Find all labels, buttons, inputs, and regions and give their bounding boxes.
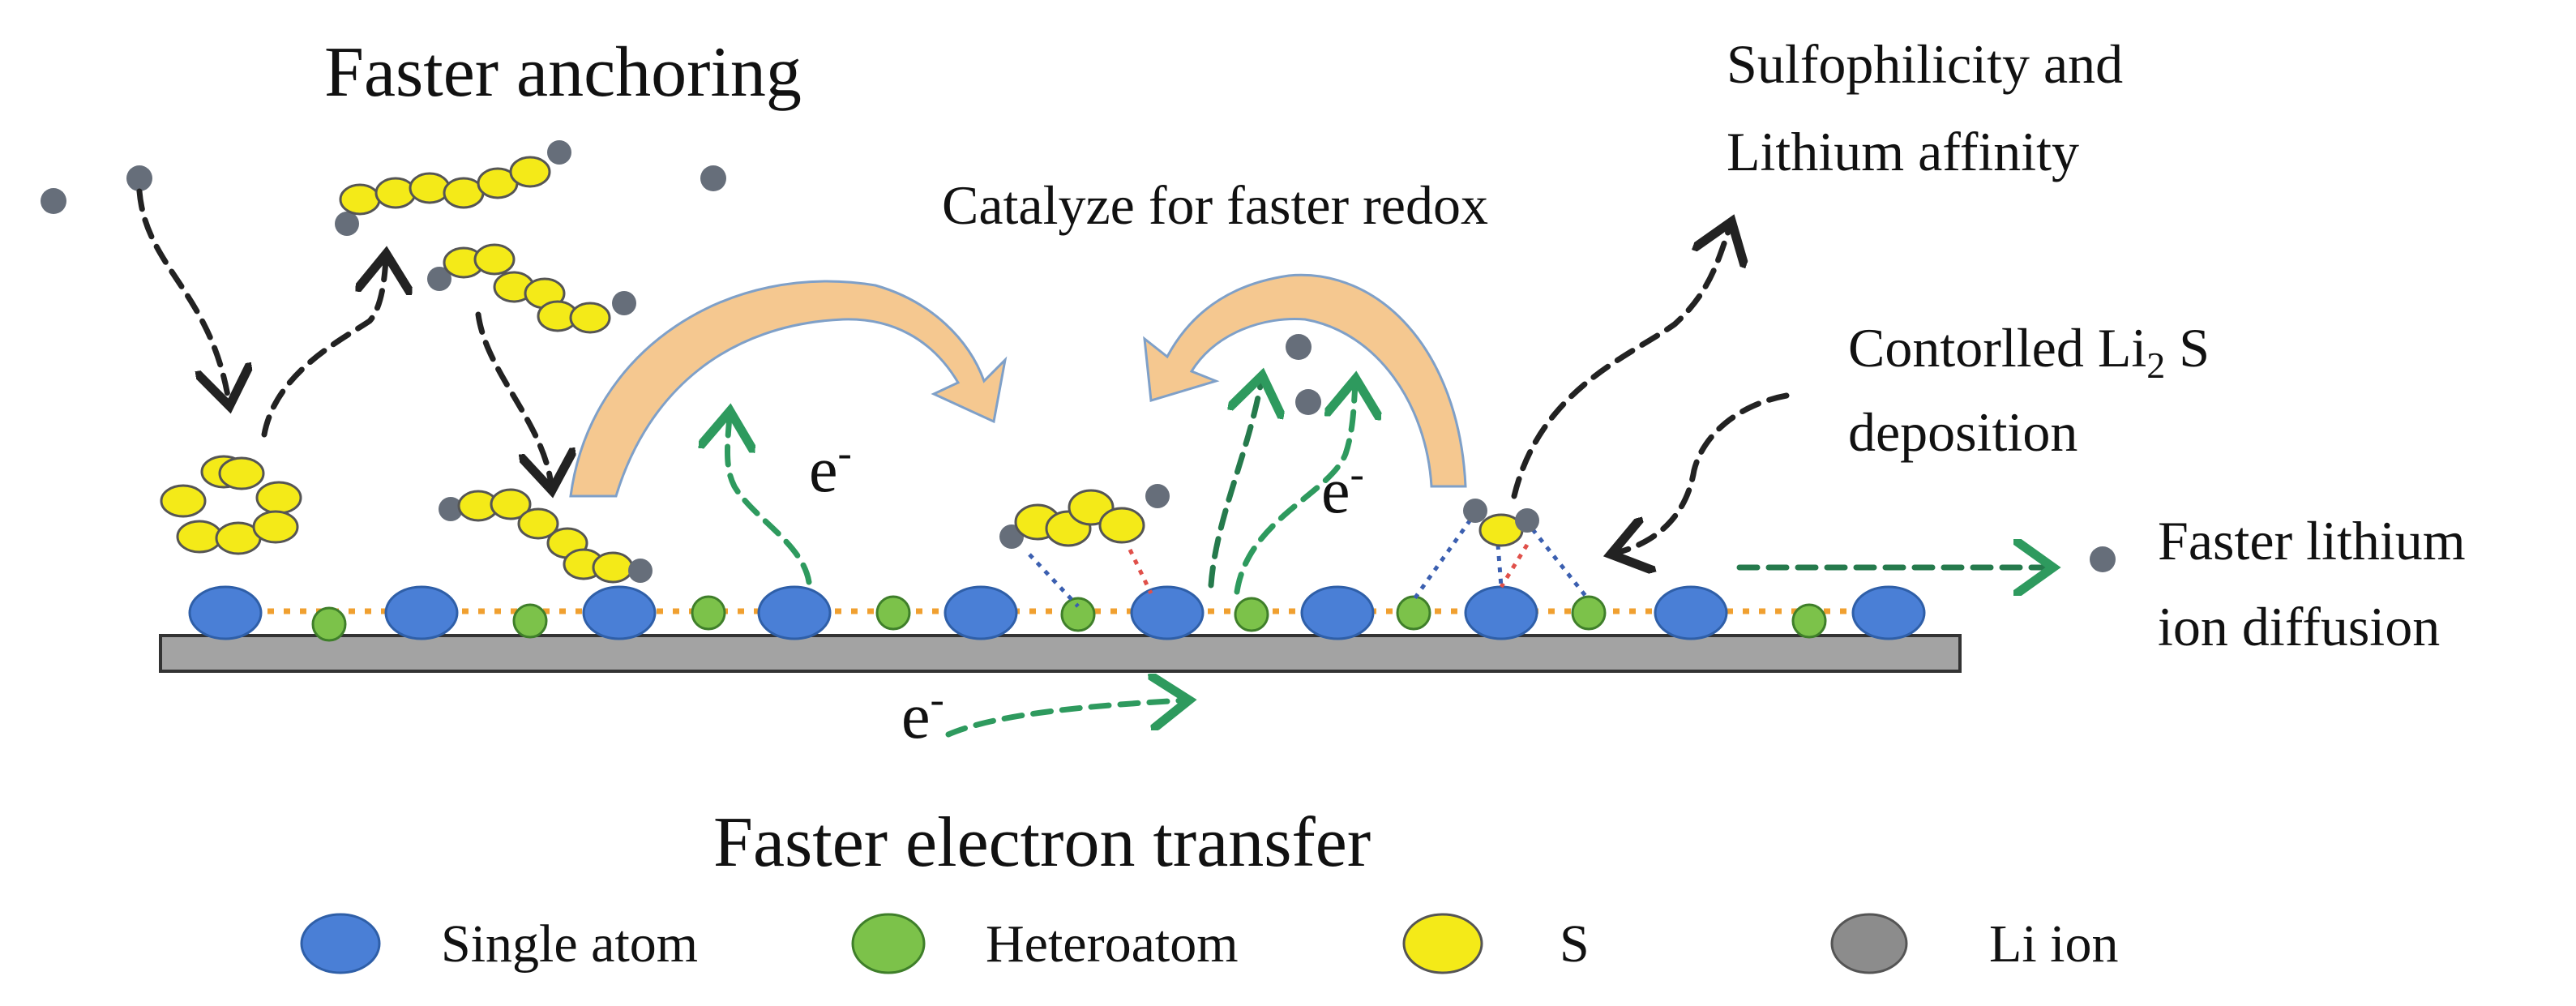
label-diffusion-line2: ion diffusion: [2158, 596, 2440, 657]
heteroatom: [1791, 603, 1827, 639]
single-atom: [1300, 585, 1375, 640]
green-dashed-arrows: [728, 381, 2048, 738]
single-atom: [188, 585, 263, 640]
single-atom: [1654, 585, 1728, 640]
single-atom: [1130, 585, 1205, 640]
heteroatom-row: [311, 595, 1827, 642]
heteroatom: [875, 595, 911, 631]
li-ion: [126, 165, 152, 191]
legend-swatch-sulfur: [1402, 913, 1483, 974]
legend-swatch-single-atom: [300, 913, 381, 974]
heteroatom: [1234, 597, 1269, 632]
single-atom: [944, 585, 1018, 640]
polysulfide-chain-top: [335, 140, 571, 236]
polysulfide-chain-adsorbed: [439, 488, 653, 584]
legend-label-single-atom: Single atom: [441, 914, 698, 974]
li-ion: [1286, 334, 1312, 360]
li-ion: [41, 188, 66, 214]
label-sulfophilicity-line2: Lithium affinity: [1727, 121, 2079, 182]
polysulfide-chain-middle: [427, 243, 636, 334]
heteroatom: [311, 606, 347, 642]
single-atom: [1851, 585, 1926, 640]
label-catalyze: Catalyze for faster redox: [942, 174, 1488, 236]
label-controlled-li2s: Contorlled Li2 S: [1848, 317, 2210, 386]
polysulfide-chain-catalyzed: [999, 484, 1170, 549]
label-faster-anchoring: Faster anchoring: [324, 33, 802, 112]
free-li-ions: [41, 165, 2116, 572]
label-diffusion-line1: Faster lithium: [2158, 510, 2466, 571]
redox-curved-arrow-right: [1143, 273, 1467, 488]
label-sulfophilicity-line1: Sulfophilicity and: [1727, 33, 2123, 95]
substrate-bar: [159, 634, 1962, 673]
heteroatom: [1060, 597, 1096, 632]
label-deposition: deposition: [1848, 401, 2077, 463]
legend-label-heteroatom: Heteroatom: [986, 914, 1239, 974]
heteroatom: [691, 595, 726, 631]
legend-label-sulfur: S: [1560, 914, 1590, 974]
legend-label-li-ion: Li ion: [1989, 914, 2119, 974]
single-atom: [582, 585, 657, 640]
electron-label-left: e-: [809, 430, 852, 506]
heteroatom: [1396, 595, 1431, 631]
li2s-deposit: [1463, 499, 1539, 547]
single-atom: [384, 585, 459, 640]
electron-label-right: e-: [1321, 452, 1364, 527]
li-ion: [1295, 389, 1321, 415]
legend: Single atom Heteroatom S Li ion: [300, 913, 2119, 974]
legend-swatch-heteroatom: [851, 913, 926, 974]
adsorption-bonds: [1028, 509, 1590, 608]
heteroatom: [1571, 595, 1607, 631]
li-ion: [2090, 546, 2116, 572]
single-atom-row: [188, 585, 1926, 640]
heteroatom: [512, 603, 548, 639]
single-atom: [757, 585, 832, 640]
single-atom: [1464, 585, 1538, 640]
electron-label-bottom: e-: [901, 677, 944, 752]
label-electron-transfer: Faster electron transfer: [713, 803, 1371, 882]
black-dashed-arrows: [136, 188, 1790, 553]
legend-swatch-li-ion: [1830, 913, 1908, 974]
li-ion: [700, 165, 726, 191]
redox-curved-arrow-left: [569, 280, 1008, 498]
polysulfide-ring-left: [160, 455, 302, 555]
